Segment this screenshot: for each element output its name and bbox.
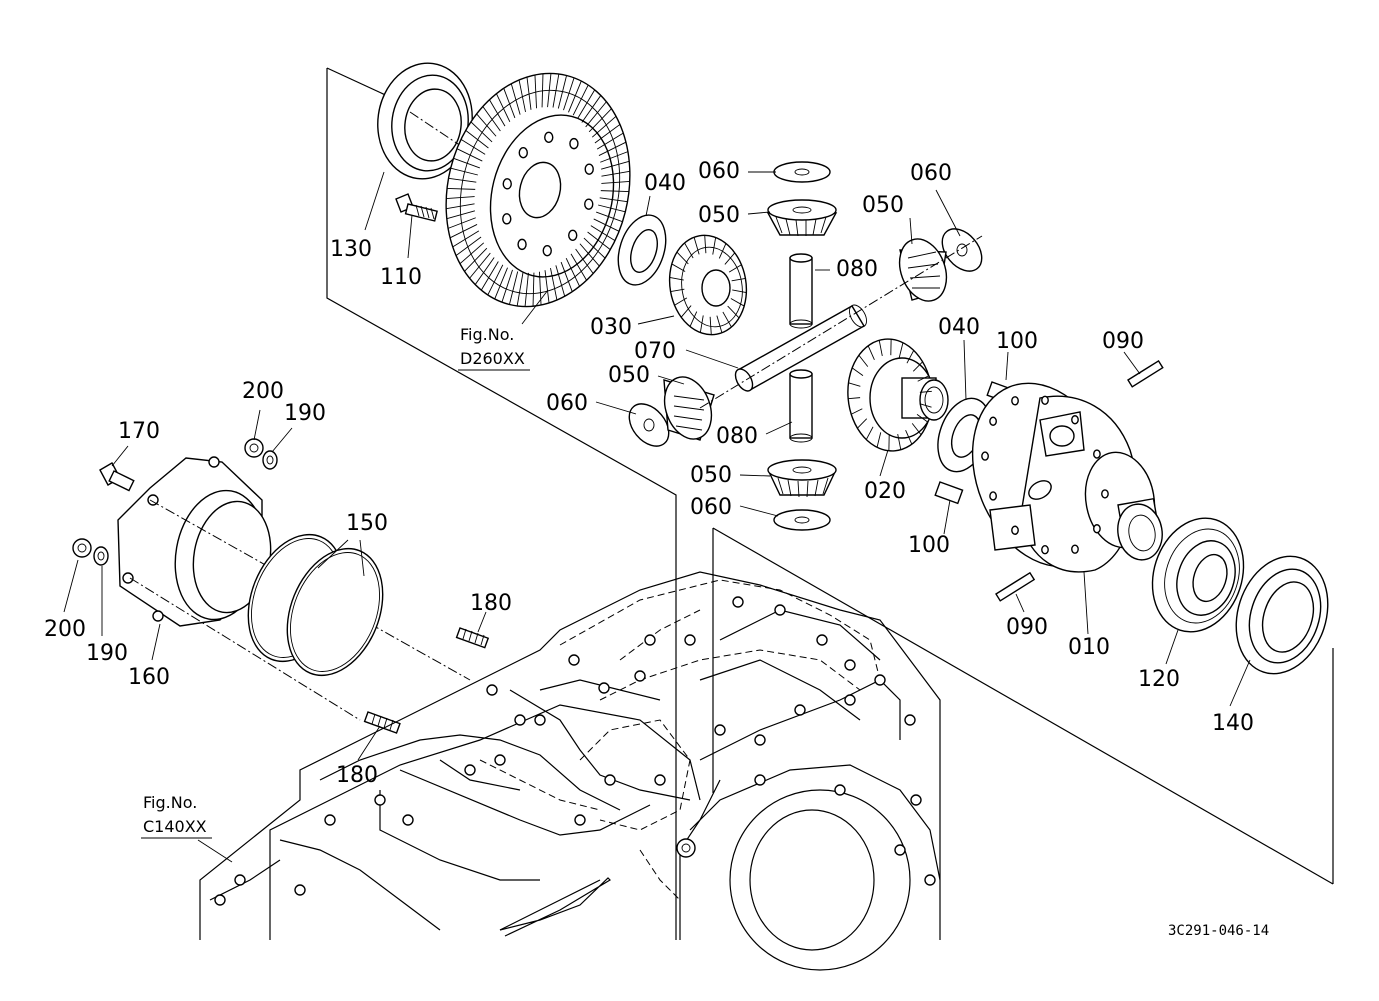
callout-110[interactable]: 110 xyxy=(380,265,422,290)
bolt-110[interactable] xyxy=(395,193,438,222)
callout-200-upper[interactable]: 200 xyxy=(242,379,284,404)
callouts: 010 020 030 040 040 050 050 050 050 060 … xyxy=(44,159,1254,788)
leader-lines xyxy=(63,171,1251,863)
callout-060-top[interactable]: 060 xyxy=(698,159,740,184)
figure-ref-c140xx[interactable]: Fig.No. C140XX xyxy=(141,793,212,839)
pinion-gear-050-bottom[interactable] xyxy=(767,459,837,498)
spring-pin-090-lower[interactable] xyxy=(995,571,1036,602)
pinion-shaft-070[interactable] xyxy=(699,235,983,409)
callout-090-lower[interactable]: 090 xyxy=(1006,615,1048,640)
pinion-pin-080-lower[interactable] xyxy=(789,369,813,443)
callout-160[interactable]: 160 xyxy=(128,665,170,690)
bearing-120[interactable] xyxy=(1138,506,1258,644)
callout-150[interactable]: 150 xyxy=(346,511,388,536)
nut-200-upper[interactable] xyxy=(244,438,264,458)
figure-ref-code: C140XX xyxy=(143,817,207,836)
pinion-gear-050-top[interactable] xyxy=(766,199,838,237)
pinion-washer-060-right[interactable] xyxy=(934,221,989,278)
callout-010[interactable]: 010 xyxy=(1068,635,1110,660)
washer-190-upper[interactable] xyxy=(262,450,278,470)
differential-case-010[interactable] xyxy=(946,361,1166,588)
pinion-gear-050-right[interactable] xyxy=(891,232,954,307)
stud-180-upper[interactable] xyxy=(455,627,490,649)
drawing-code: 3C291-046-14 xyxy=(1168,923,1269,939)
callout-070[interactable]: 070 xyxy=(634,339,676,364)
bearing-140[interactable] xyxy=(1222,544,1343,685)
side-gear-020[interactable] xyxy=(843,336,949,455)
callout-090-upper[interactable]: 090 xyxy=(1102,329,1144,354)
callout-190-upper[interactable]: 190 xyxy=(284,401,326,426)
pinion-gear-050-left[interactable] xyxy=(656,370,719,445)
spring-pin-090-upper[interactable] xyxy=(1127,359,1164,388)
callout-050-top[interactable]: 050 xyxy=(698,203,740,228)
callout-170[interactable]: 170 xyxy=(118,419,160,444)
bolt-170[interactable] xyxy=(99,462,135,492)
callout-080-lower[interactable]: 080 xyxy=(716,424,758,449)
callout-040-left[interactable]: 040 xyxy=(644,171,686,196)
reference-frame-lines xyxy=(326,67,1334,940)
pinion-pin-080-upper[interactable] xyxy=(789,253,813,329)
callout-130[interactable]: 130 xyxy=(330,237,372,262)
callout-100-upper[interactable]: 100 xyxy=(996,329,1038,354)
callout-180-lower[interactable]: 180 xyxy=(336,763,378,788)
pinion-washer-060-left[interactable] xyxy=(621,396,676,453)
callout-180-upper[interactable]: 180 xyxy=(470,591,512,616)
callout-200-lower[interactable]: 200 xyxy=(44,617,86,642)
figure-ref-code: D260XX xyxy=(460,349,525,368)
callout-060-right[interactable]: 060 xyxy=(910,161,952,186)
callout-140[interactable]: 140 xyxy=(1212,711,1254,736)
callout-060-left[interactable]: 060 xyxy=(546,391,588,416)
stud-180-lower[interactable] xyxy=(363,711,401,734)
pinion-washer-060-bottom[interactable] xyxy=(773,509,831,531)
callout-050-bottom[interactable]: 050 xyxy=(690,463,732,488)
callout-030[interactable]: 030 xyxy=(590,315,632,340)
figure-ref-label: Fig.No. xyxy=(460,325,514,344)
callout-020[interactable]: 020 xyxy=(864,479,906,504)
pinion-washer-060-top[interactable] xyxy=(773,161,831,183)
washer-190-lower[interactable] xyxy=(93,546,109,566)
transmission-housing xyxy=(199,571,941,971)
dowel-pin-100-lower[interactable] xyxy=(934,481,964,505)
callout-040-right[interactable]: 040 xyxy=(938,315,980,340)
ring-gear[interactable] xyxy=(422,54,654,327)
thrust-washer-040-left[interactable] xyxy=(610,209,674,291)
callout-050-left[interactable]: 050 xyxy=(608,363,650,388)
side-gear-030[interactable] xyxy=(662,229,754,341)
figure-ref-d260xx[interactable]: Fig.No. D260XX xyxy=(458,325,530,371)
nut-200-lower[interactable] xyxy=(72,538,92,558)
callout-080-upper[interactable]: 080 xyxy=(836,257,878,282)
callout-050-right[interactable]: 050 xyxy=(862,193,904,218)
callout-120[interactable]: 120 xyxy=(1138,667,1180,692)
callout-190-lower[interactable]: 190 xyxy=(86,641,128,666)
bearing-130[interactable] xyxy=(370,57,561,213)
callout-060-bottom[interactable]: 060 xyxy=(690,495,732,520)
callout-100-lower[interactable]: 100 xyxy=(908,533,950,558)
figure-ref-label: Fig.No. xyxy=(143,793,197,812)
